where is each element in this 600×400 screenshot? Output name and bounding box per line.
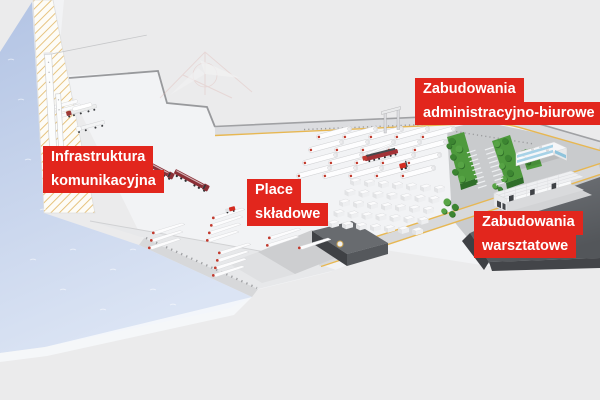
workshop-door xyxy=(509,194,514,202)
terminal-boundary-line xyxy=(68,70,216,128)
quay-crane-masts xyxy=(43,34,147,152)
label-zabudowania-warsztatowe: Zabudowania warsztatowe xyxy=(474,211,583,259)
blade-transporter xyxy=(362,143,399,163)
workshop-building xyxy=(493,170,585,213)
label-line: Place xyxy=(247,179,301,203)
parking-lot xyxy=(466,146,506,191)
pier-block xyxy=(312,221,388,266)
glass-band xyxy=(517,149,553,163)
small-gantry-crane xyxy=(381,106,401,134)
label-line: administracyjno-biurowe xyxy=(415,101,600,126)
label-line: komunikacyjna xyxy=(43,169,164,194)
label-line: składowe xyxy=(247,202,329,227)
service-vehicle xyxy=(225,206,236,214)
forklift xyxy=(399,160,408,171)
label-infrastruktura-komunikacyjna: Infrastruktura komunikacyjna xyxy=(43,146,164,194)
cranes xyxy=(43,34,401,152)
label-line: Zabudowania xyxy=(474,211,583,235)
label-place-skladowe: Place składowe xyxy=(247,179,329,227)
pier-structure xyxy=(336,240,344,248)
ghost-sketch xyxy=(159,51,253,99)
label-line: warsztatowe xyxy=(474,234,577,259)
water xyxy=(0,2,252,362)
semi-truck xyxy=(174,169,210,192)
label-zabudowania-administracyjno-biurowe: Zabudowania administracyjno-biurowe xyxy=(415,78,600,126)
flatbed-truck xyxy=(75,119,105,134)
truck-with-tower-load xyxy=(65,102,98,118)
label-line: Infrastruktura xyxy=(43,146,154,170)
quay-bollards xyxy=(145,236,258,290)
water-waves xyxy=(7,58,177,311)
label-line: Zabudowania xyxy=(415,78,524,102)
admin-building xyxy=(515,141,568,169)
